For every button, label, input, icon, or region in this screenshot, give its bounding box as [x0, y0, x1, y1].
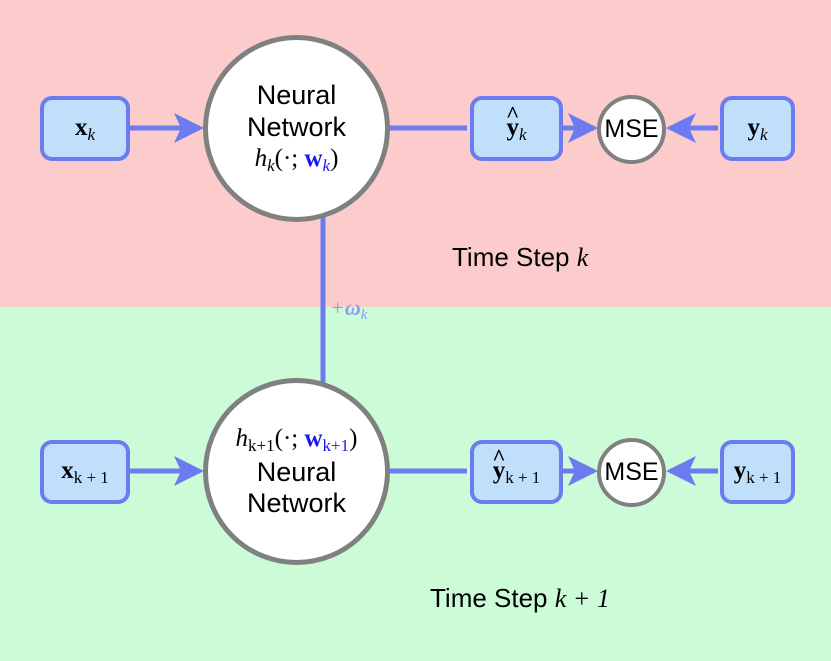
time-step-caption-k: Time Step k — [452, 242, 589, 272]
mse-circle-k[interactable]: MSE — [597, 95, 666, 164]
time-step-caption-k1: Time Step k + 1 — [430, 583, 610, 613]
network-label-line2-k1: Network — [246, 488, 347, 519]
network-label-line2: Network — [246, 111, 347, 142]
prediction-box-k-label: ^yk — [506, 101, 527, 144]
input-box-k1[interactable]: xk + 1 — [40, 440, 130, 504]
mse-label-k: MSE — [604, 115, 659, 143]
mse-circle-k1[interactable]: MSE — [597, 438, 666, 507]
prediction-box-k1-label: ^yk + 1 — [492, 445, 541, 487]
network-label-line1: Neural — [256, 80, 337, 111]
target-box-k1-label: yk + 1 — [733, 457, 782, 487]
prediction-box-k1[interactable]: ^yk + 1 — [470, 440, 563, 504]
target-box-k-label: yk — [747, 113, 768, 144]
network-formula-k: hk(·; wk) — [254, 144, 339, 175]
network-label-line1-k1: Neural — [256, 457, 337, 488]
input-box-k-label: xk — [74, 113, 96, 144]
time-step-k-region — [0, 0, 831, 307]
prediction-box-k[interactable]: ^yk — [470, 96, 563, 161]
target-box-k1[interactable]: yk + 1 — [720, 440, 795, 504]
target-box-k[interactable]: yk — [720, 96, 795, 161]
network-formula-k1: hk+1(·; wk+1) — [235, 425, 358, 456]
mse-label-k1: MSE — [604, 458, 659, 486]
input-box-k[interactable]: xk — [40, 96, 130, 161]
neural-network-circle-k[interactable]: Neural Network hk(·; wk) — [203, 35, 390, 222]
weight-noise-label: +ωk — [330, 295, 368, 324]
neural-network-circle-k1[interactable]: hk+1(·; wk+1) Neural Network — [203, 378, 390, 565]
input-box-k1-label: xk + 1 — [61, 457, 109, 487]
